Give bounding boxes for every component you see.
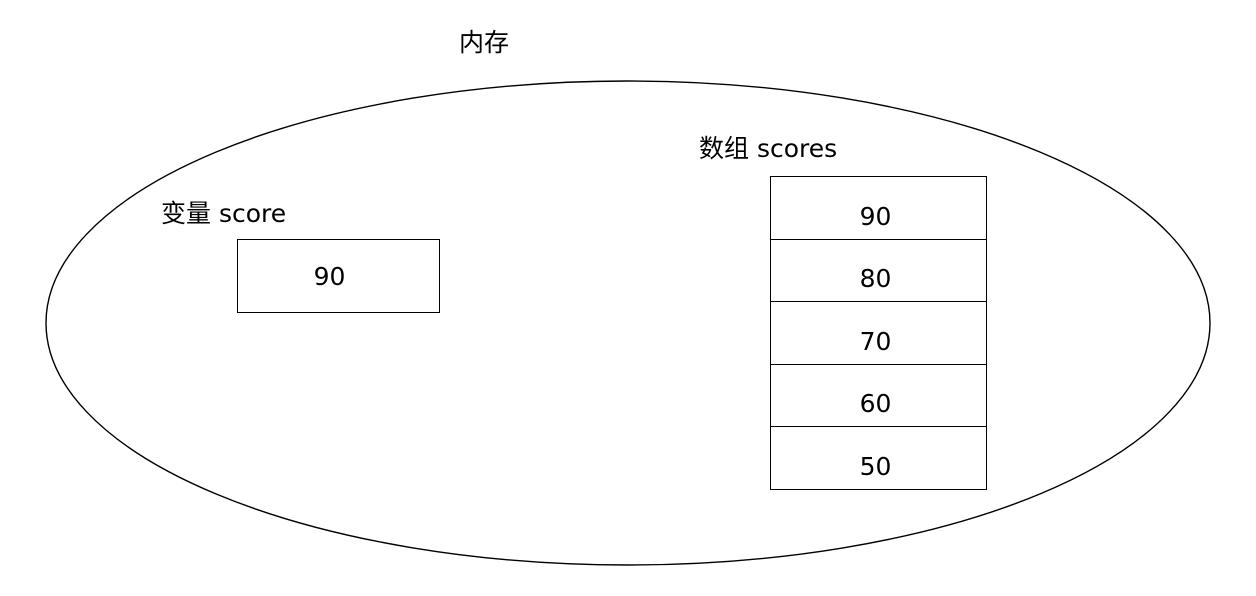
array-cell: 80 (771, 240, 986, 303)
variable-label: 变量 score (161, 199, 287, 228)
array-cell: 60 (771, 365, 986, 428)
array-cell-value: 70 (859, 326, 892, 356)
array-cell-value: 50 (859, 451, 892, 481)
memory-ellipse-shape (45, 80, 1211, 566)
memory-title: 内存 (459, 28, 510, 57)
array-table: 90 80 70 60 50 (770, 176, 987, 490)
variable-value: 90 (313, 261, 346, 291)
array-cell-value: 80 (859, 264, 892, 294)
array-cell: 90 (771, 177, 986, 240)
array-cell: 70 (771, 302, 986, 365)
variable-box: 90 (237, 239, 440, 313)
array-cell-value: 90 (859, 201, 892, 231)
array-cell-value: 60 (859, 389, 892, 419)
array-label: 数组 scores (699, 134, 838, 163)
array-cell: 50 (771, 427, 986, 489)
